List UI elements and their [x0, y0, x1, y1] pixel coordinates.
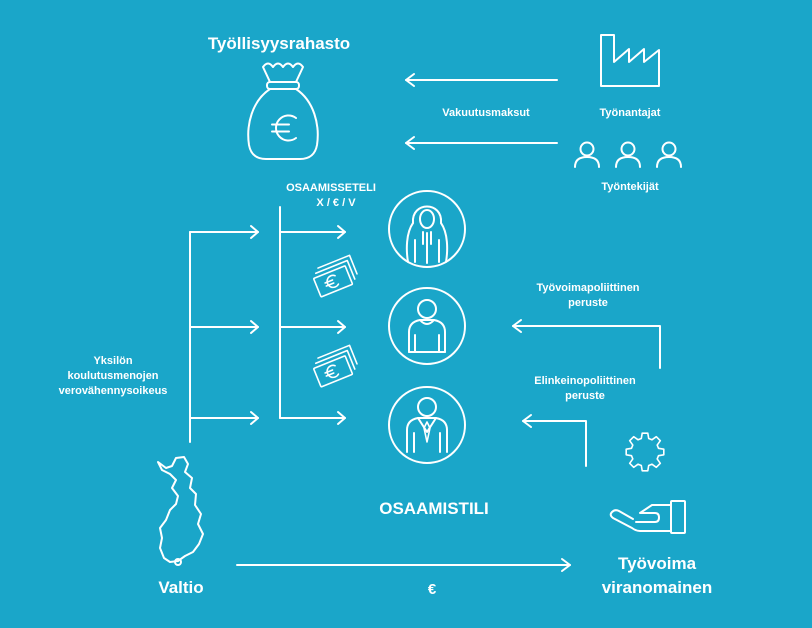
- banknotes-icon: [313, 344, 358, 388]
- employers-label: Työnantajat: [600, 107, 661, 119]
- tax-deduction-line-3: verovähennysoikeus: [59, 385, 168, 397]
- employees-label: Työntekijät: [601, 181, 659, 193]
- people-icon: [574, 141, 682, 168]
- insurance-payments-label: Vakuutusmaksut: [442, 107, 530, 119]
- voucher-label: OSAAMISSETELI: [286, 182, 376, 194]
- tax-deduction-line-2: koulutusmenojen: [67, 370, 158, 382]
- industrial-basis-line-1: Elinkeinopoliittinen: [534, 375, 636, 387]
- arrow-labour-basis: [512, 319, 661, 369]
- voucher-connector: [279, 206, 346, 425]
- banknotes-icon: [313, 254, 358, 298]
- euro-label: €: [428, 581, 437, 598]
- factory-icon: [600, 34, 660, 87]
- labour-basis-line-2: peruste: [568, 297, 608, 309]
- state-label: Valtio: [158, 578, 203, 597]
- authority-line-2: viranomainen: [602, 578, 713, 597]
- tax-deduction-connector: [189, 225, 259, 443]
- arrow-state-to-authority: [236, 558, 571, 572]
- fund-label: Työllisyysrahasto: [208, 34, 350, 53]
- money-bag-icon: [247, 62, 319, 160]
- labour-basis-line-1: Työvoimapoliittinen: [536, 282, 639, 294]
- arrow-industrial-basis: [522, 414, 587, 467]
- tax-deduction-line-1: Yksilön: [93, 355, 132, 367]
- business-person-icon: [388, 386, 466, 464]
- account-label: OSAAMISTILI: [379, 499, 489, 518]
- person-icon: [388, 287, 466, 365]
- finland-map-icon: [157, 456, 204, 566]
- open-hand-icon: [609, 500, 686, 534]
- voucher-unit-label: X / € / V: [316, 197, 356, 209]
- arrow-employees-to-fund: [405, 136, 558, 150]
- authority-line-1: Työvoima: [618, 554, 697, 573]
- industrial-basis-line-2: peruste: [565, 390, 605, 402]
- arrow-employers-to-fund: [405, 73, 558, 87]
- gear-icon: [625, 432, 665, 472]
- hooded-person-icon: [388, 190, 466, 268]
